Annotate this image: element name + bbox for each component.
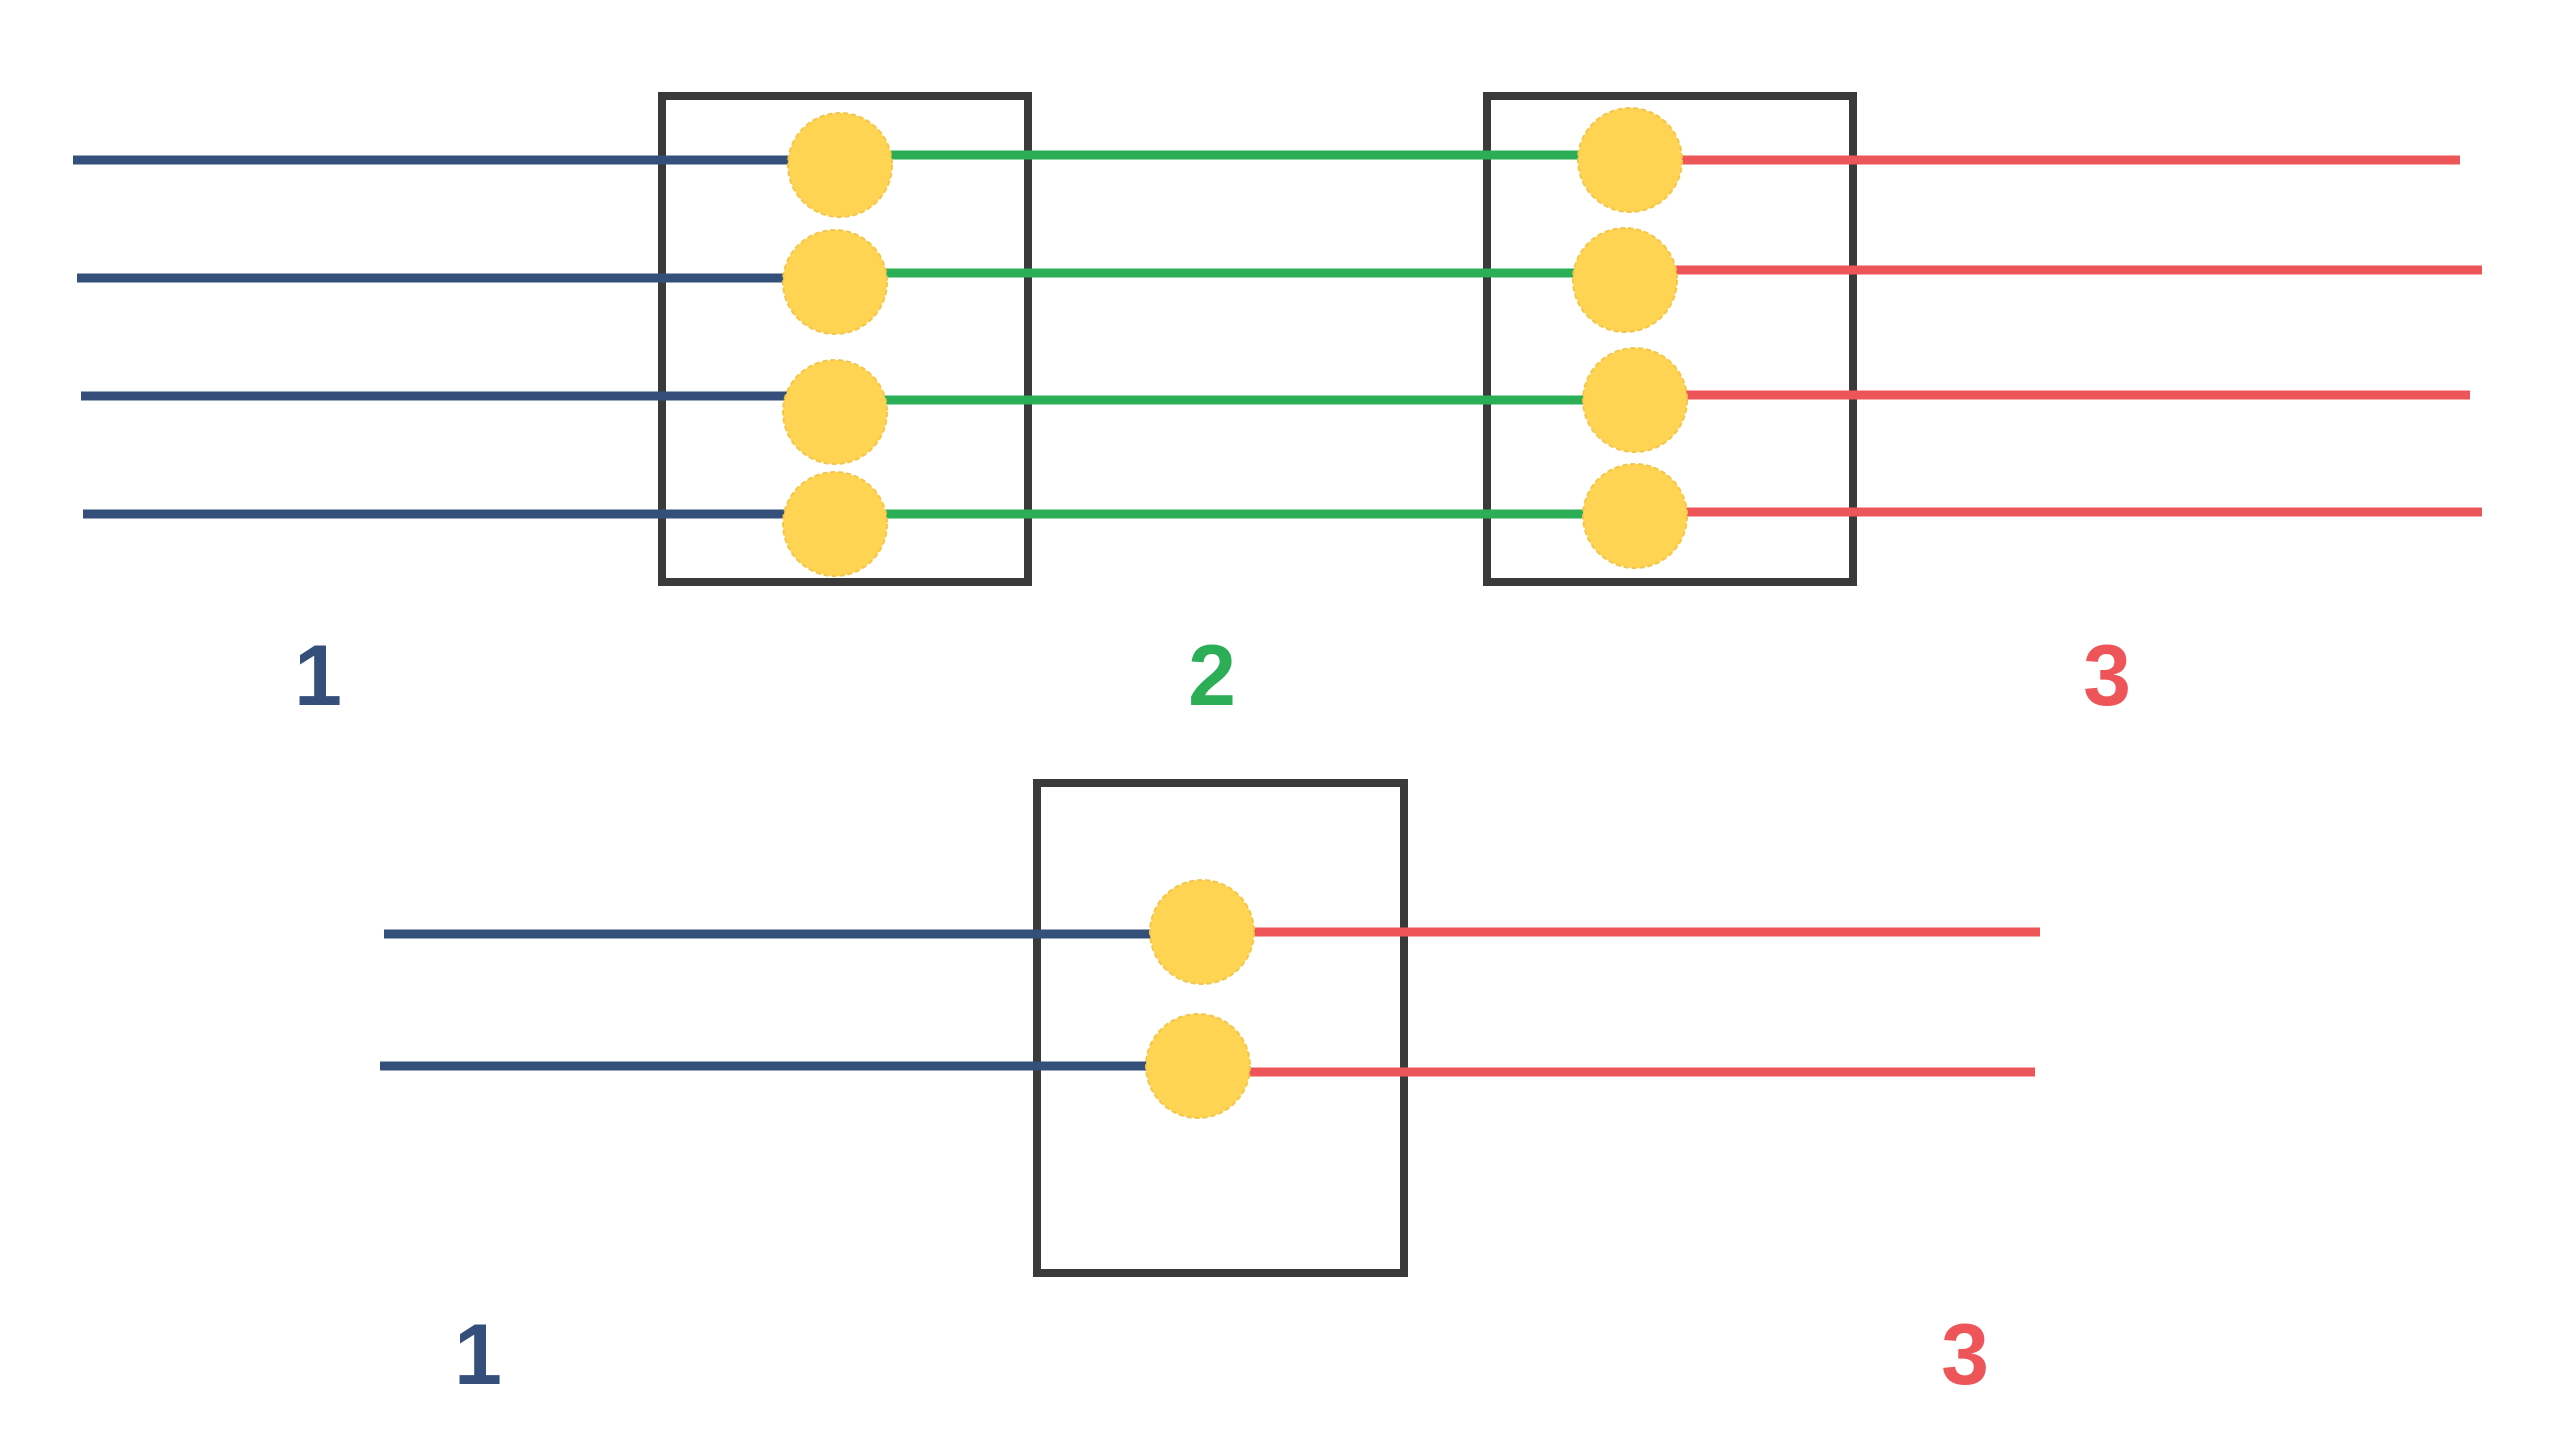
- splice-node: [1577, 107, 1683, 213]
- splice-node: [787, 112, 893, 218]
- junction-box-1: [658, 92, 1032, 586]
- bottom-diagram: 1 3: [380, 779, 2040, 1403]
- segment-label-1: 1: [454, 1307, 502, 1403]
- splice-node: [1145, 1013, 1251, 1119]
- splice-node: [782, 229, 888, 335]
- splice-node: [782, 359, 888, 465]
- top-diagram: 1 2 3: [73, 92, 2482, 724]
- splice-node: [782, 471, 888, 577]
- segment-label-3: 3: [2083, 628, 2131, 724]
- splice-node: [1582, 463, 1688, 569]
- segment-label-1: 1: [294, 628, 342, 724]
- segment-label-2: 2: [1188, 628, 1236, 724]
- splice-node: [1572, 227, 1678, 333]
- junction-box-3: [1033, 779, 1408, 1277]
- splice-node: [1149, 879, 1255, 985]
- segment-label-3: 3: [1941, 1307, 1989, 1403]
- splice-node: [1582, 347, 1688, 453]
- junction-box-2: [1483, 92, 1857, 586]
